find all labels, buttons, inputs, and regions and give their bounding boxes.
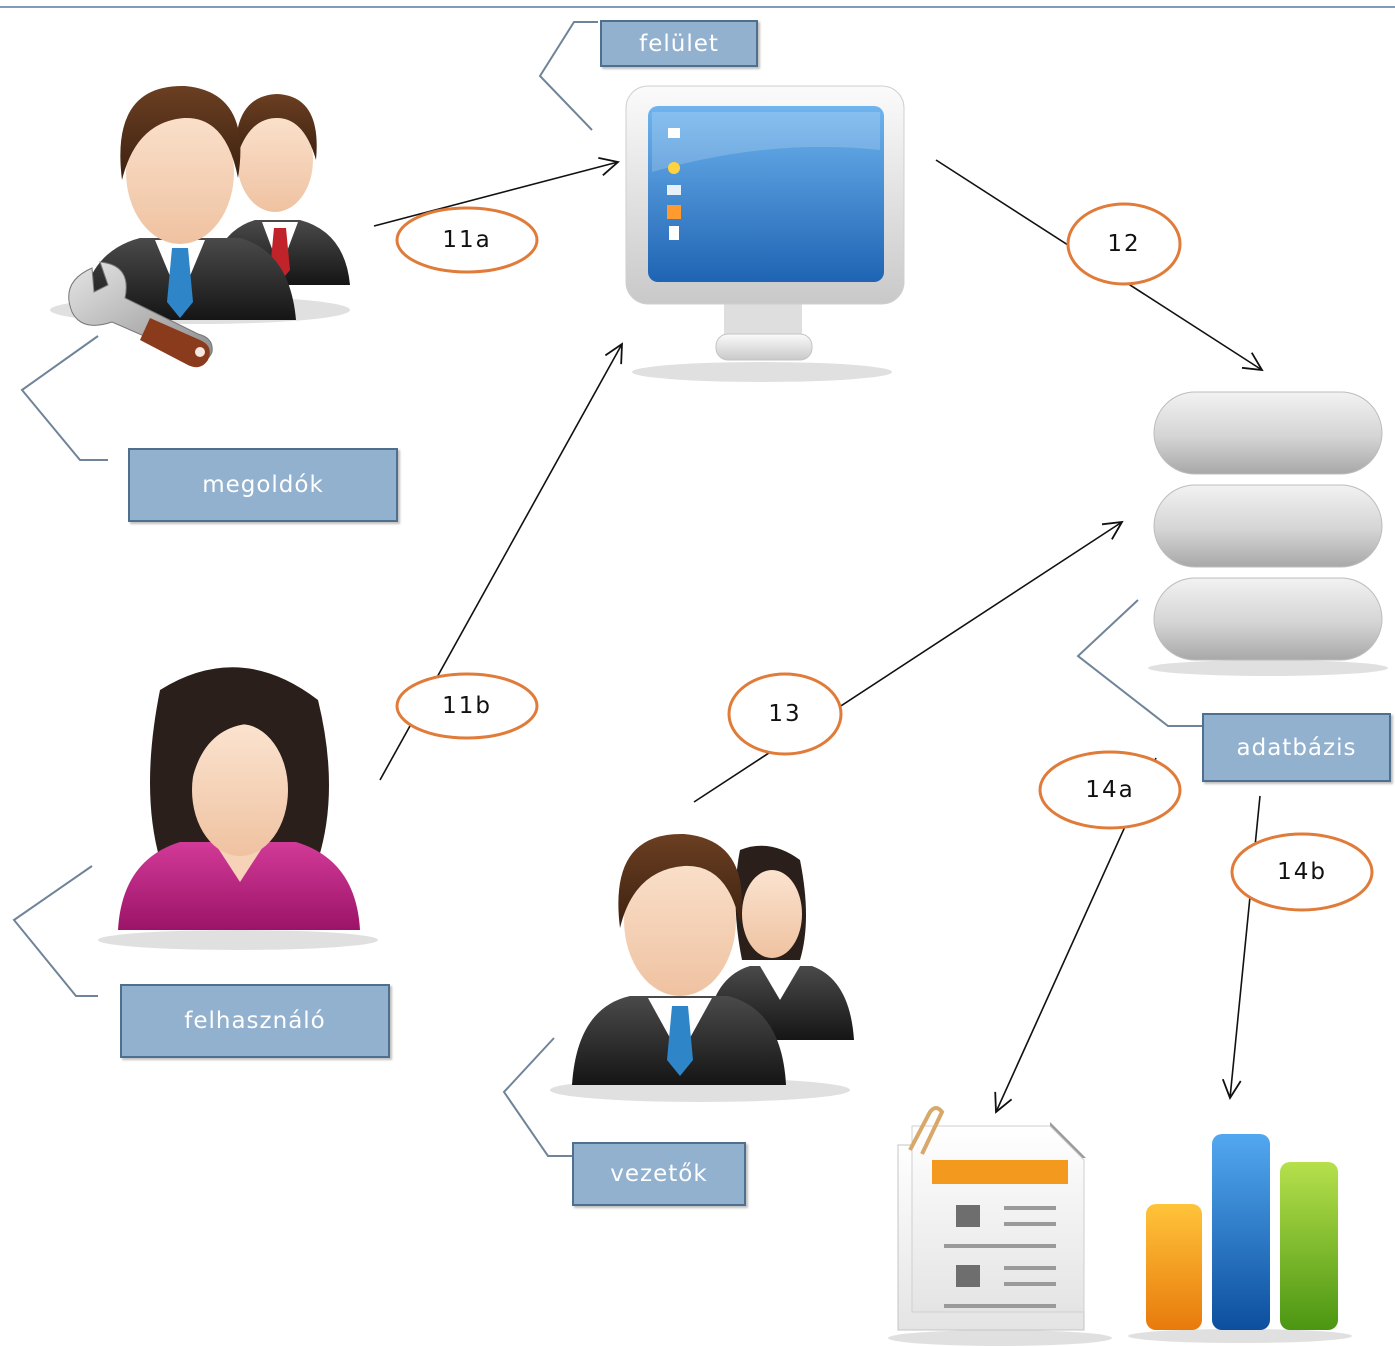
label-felhasznalo: felhasználó [120, 984, 390, 1058]
label-vezetok: vezetők [572, 1142, 746, 1206]
edge-label-11b: 11b [442, 693, 492, 719]
female-user-icon [98, 667, 378, 950]
edge-label-12: 12 [1107, 231, 1141, 257]
bracket-vezetok [502, 1037, 574, 1157]
report-document-icon [888, 1106, 1112, 1346]
edge-badge-14a [1038, 750, 1182, 830]
edge-badge-11b [395, 672, 539, 740]
bracket-adatbazis [1076, 599, 1202, 727]
managers-icon [550, 833, 854, 1102]
database-icon [1148, 391, 1388, 676]
edge-badge-11a [395, 206, 539, 274]
bar-chart-icon [1128, 1134, 1352, 1343]
label-megoldok: megoldók [128, 448, 398, 522]
bracket-megoldok [20, 335, 108, 461]
edge-badge-14b [1230, 832, 1374, 912]
bracket-felhasznalo [12, 865, 98, 997]
label-felulet: felület [600, 20, 758, 67]
monitor-icon [625, 85, 905, 382]
edge-badge-13 [727, 672, 843, 756]
label-adatbazis: adatbázis [1202, 713, 1391, 782]
edge-badge-12 [1066, 202, 1182, 286]
connector-13 [693, 520, 1124, 803]
edge-label-13: 13 [768, 701, 802, 727]
connector-14b [1221, 795, 1261, 1101]
connector-11a [373, 156, 620, 227]
bracket-felulet [538, 21, 598, 131]
admin-users-icon [50, 85, 350, 368]
edge-label-11a: 11a [442, 227, 492, 253]
edge-label-14a: 14a [1085, 777, 1135, 803]
edge-label-14b: 14b [1277, 859, 1327, 885]
